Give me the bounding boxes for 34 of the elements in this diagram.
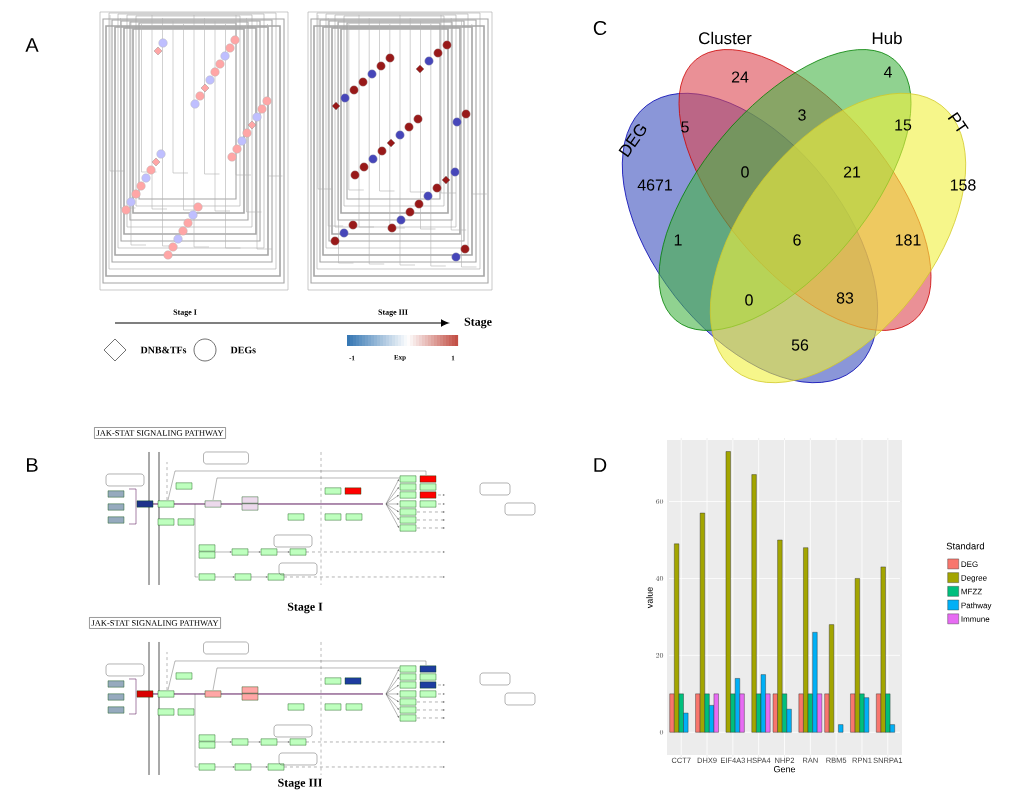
legend-label: DNB&TFs <box>140 346 187 354</box>
venn-count: 5 <box>681 121 689 133</box>
pathway-title: JAK-STAT SIGNALING PATHWAY <box>94 427 226 439</box>
venn-count: 24 <box>731 71 749 83</box>
node-label: Hub <box>872 31 902 45</box>
stage-label: Stage <box>464 317 492 329</box>
venn-count: 15 <box>895 119 912 131</box>
venn-count: 6 <box>793 234 801 246</box>
venn-count: 1 <box>674 234 682 246</box>
bar <box>751 474 757 733</box>
venn-count: 4 <box>883 66 892 78</box>
legend-label: DEGs <box>230 346 256 354</box>
venn-count: 0 <box>741 166 749 178</box>
venn-count: 4671 <box>637 179 672 191</box>
venn-count: 3 <box>798 109 806 121</box>
venn-count: 83 <box>836 292 854 304</box>
venn-count: 56 <box>791 339 809 351</box>
stage-label: Stage I <box>287 602 323 614</box>
pathway-title: JAK-STAT SIGNALING PATHWAY <box>89 617 221 629</box>
venn-count: 21 <box>843 166 861 178</box>
panel-letter: C <box>593 20 607 36</box>
x-axis-title: Gene <box>774 765 796 773</box>
bar <box>838 724 844 733</box>
panel-letter: D <box>594 458 607 472</box>
legend-title: Standard <box>946 542 984 550</box>
node-label: Cluster <box>699 31 752 45</box>
y-axis-title: value <box>646 587 653 609</box>
panel-letter: A <box>25 38 39 52</box>
venn-count: 0 <box>745 294 753 306</box>
panel-letter: B <box>27 458 38 472</box>
bar <box>725 451 731 733</box>
stage-label: Stage III <box>278 778 322 790</box>
venn-count: 181 <box>895 234 921 246</box>
bar <box>713 693 719 733</box>
